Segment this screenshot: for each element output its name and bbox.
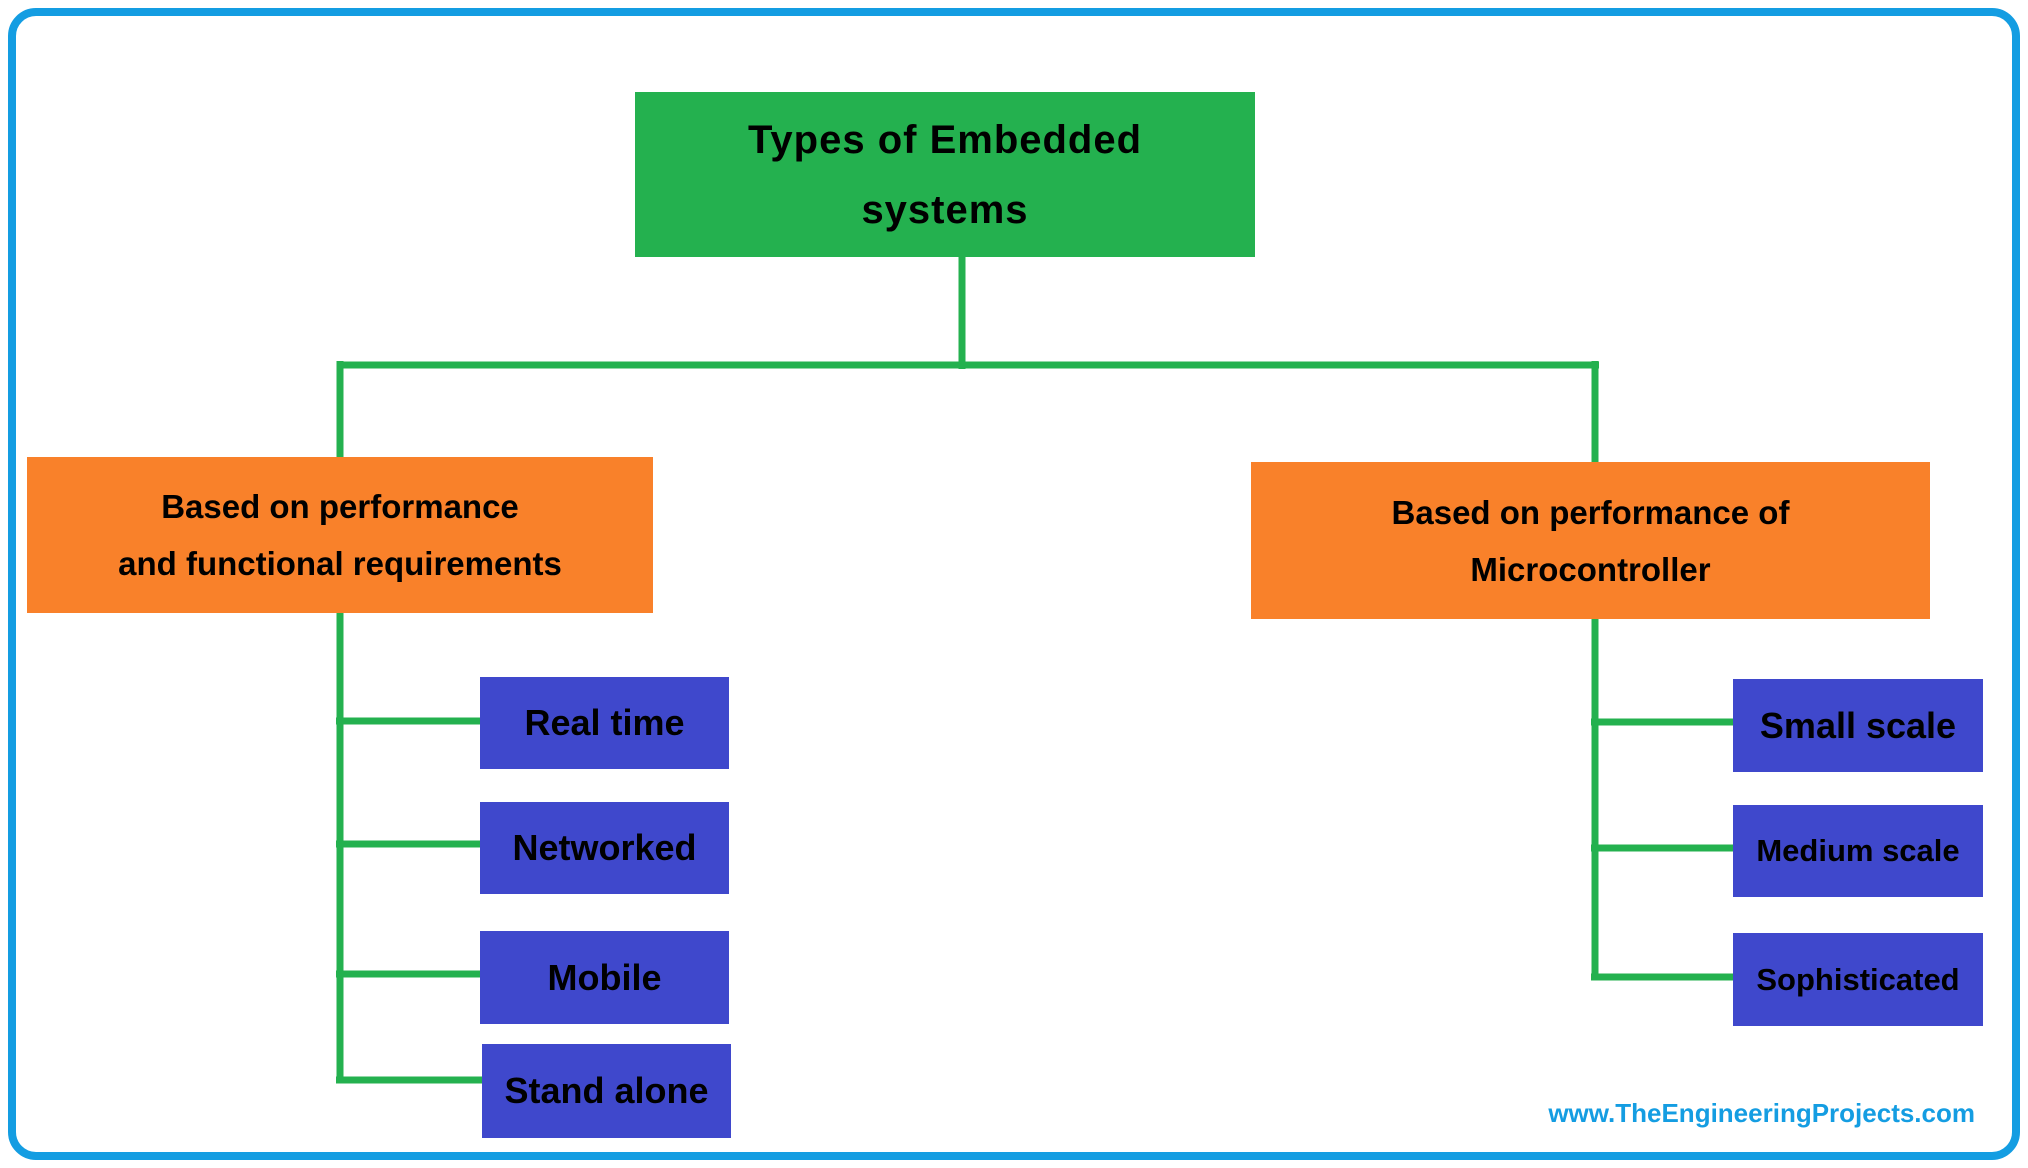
- leaf-label: Stand alone: [504, 1070, 709, 1111]
- leaf-node-mobile: Mobile: [480, 931, 729, 1024]
- watermark: www.TheEngineeringProjects.com: [1548, 1098, 1975, 1128]
- category-label-line2: Microcontroller: [1470, 550, 1711, 588]
- leaf-node-stand-alone: Stand alone: [482, 1044, 731, 1138]
- category-node-performance-requirements: Based on performance and functional requ…: [27, 457, 653, 613]
- leaf-label: Mobile: [547, 956, 662, 998]
- leaf-node-small-scale: Small scale: [1733, 679, 1983, 772]
- leaf-label: Networked: [512, 827, 697, 868]
- leaf-label: Medium scale: [1756, 833, 1960, 868]
- root-node-title-line1: Types of Embedded: [747, 117, 1143, 162]
- category-label-line1: Based on performance: [161, 488, 519, 525]
- leaf-label: Real time: [524, 702, 685, 743]
- leaf-node-medium-scale: Medium scale: [1733, 805, 1983, 897]
- root-node-types-of-embedded-systems: Types of Embedded systems: [635, 92, 1255, 257]
- category-label-line2: and functional requirements: [118, 545, 562, 582]
- category-node-performance-of-microcontroller: Based on performance of Microcontroller: [1251, 462, 1930, 619]
- root-node-title-line2: systems: [861, 187, 1029, 232]
- category-label-line1: Based on performance of: [1391, 493, 1790, 531]
- leaf-label: Small scale: [1759, 704, 1957, 746]
- leaf-node-sophisticated: Sophisticated: [1733, 933, 1983, 1026]
- leaf-label: Sophisticated: [1756, 961, 1960, 997]
- leaf-node-real-time: Real time: [480, 677, 729, 769]
- leaf-node-networked: Networked: [480, 802, 729, 894]
